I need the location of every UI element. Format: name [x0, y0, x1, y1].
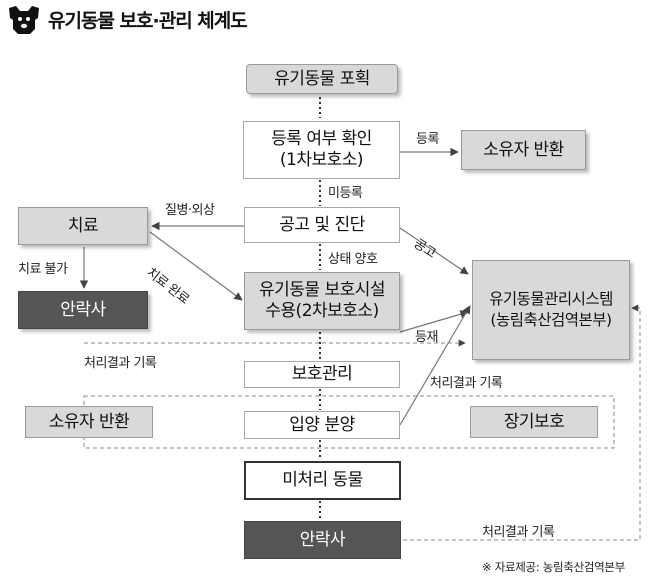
box-treatment-label: 치료: [67, 215, 99, 236]
box-capture-label: 유기동물 포획: [274, 68, 370, 89]
box-capture: 유기동물 포획: [246, 64, 398, 94]
label-record-right: 처리결과 기록: [430, 376, 503, 391]
box-management-system: 유기동물관리시스템 (농림축산검역본부): [472, 260, 630, 360]
label-good-condition: 상태 양호: [328, 252, 378, 267]
label-unregistered: 미등록: [328, 186, 363, 201]
box-long-term: 장기보호: [470, 406, 598, 438]
label-treatment-impossible: 치료 불가: [18, 262, 68, 277]
label-illness-injury: 질병·외상: [165, 203, 215, 218]
box-unprocessed: 미처리 동물: [244, 461, 401, 500]
box-owner-return-top: 소유자 반환: [461, 130, 586, 170]
box-owner-return-top-label: 소유자 반환: [483, 139, 564, 160]
dashed-record-bottom: [403, 304, 641, 541]
box-euthanasia-bottom-label: 안락사: [299, 529, 346, 550]
box-register-check: 등록 여부 확인 (1차보호소): [243, 121, 400, 179]
box-protection-label: 보호관리: [291, 364, 353, 384]
box-unprocessed-label: 미처리 동물: [282, 470, 363, 490]
arrow-adoption-record: [399, 305, 471, 426]
label-registered: 등록: [416, 132, 439, 147]
box-long-term-label: 장기보호: [503, 411, 565, 432]
box-register-check-line2: (1차보호소): [279, 150, 364, 170]
box-adoption: 입양 분양: [244, 411, 400, 439]
arrow-notice: [399, 227, 469, 275]
label-record-bottom: 처리결과 기록: [482, 525, 555, 540]
label-record-left: 처리결과 기록: [84, 356, 157, 371]
box-shelter-line2: 수용(2차보호소): [265, 301, 379, 321]
arrow-treatment-complete: [149, 231, 243, 301]
box-euthanasia-bottom: 안락사: [244, 521, 401, 559]
box-owner-return-bottom: 소유자 반환: [25, 406, 153, 438]
arrow-posting: [399, 310, 469, 333]
dog-face-icon: [9, 6, 39, 34]
box-management-system-line1: 유기동물관리시스템: [489, 290, 613, 308]
box-adoption-label: 입양 분양: [289, 414, 355, 435]
box-treatment: 치료: [18, 207, 148, 245]
page-title: 유기동물 보호·관리 체계도: [48, 10, 248, 32]
box-notice-exam: 공고 및 진단: [244, 207, 400, 243]
box-notice-exam-label: 공고 및 진단: [279, 214, 365, 235]
box-register-check-line1: 등록 여부 확인: [271, 129, 372, 149]
box-owner-return-bottom-label: 소유자 반환: [48, 411, 130, 432]
box-shelter: 유기동물 보호시설 수용(2차보호소): [244, 272, 400, 330]
footnote-source: ※ 자료제공: 농림축산검역본부: [482, 560, 625, 574]
box-management-system-line2: (농림축산검역본부): [490, 311, 612, 329]
box-protection: 보호관리: [244, 361, 400, 388]
box-shelter-line1: 유기동물 보호시설: [258, 280, 386, 300]
box-euthanasia-left-label: 안락사: [60, 299, 106, 320]
label-posting: 등재: [415, 330, 438, 345]
box-euthanasia-left: 안락사: [18, 291, 148, 329]
